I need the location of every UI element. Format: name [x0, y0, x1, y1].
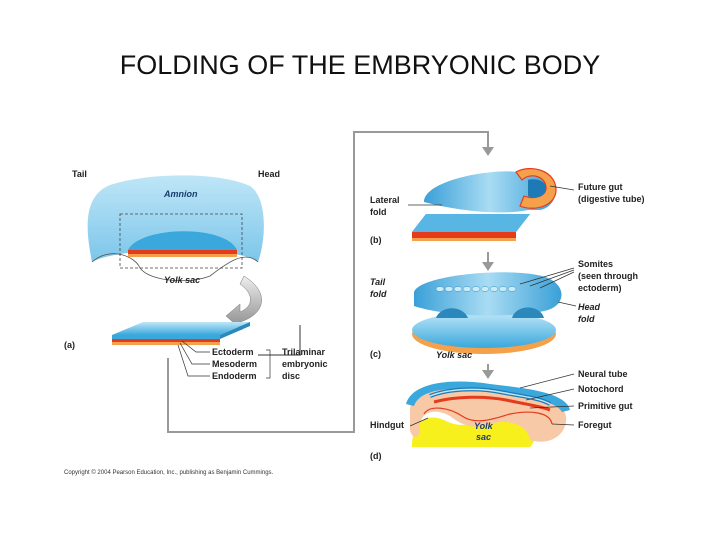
- label-trilaminar-3: disc: [282, 371, 300, 381]
- panel-a: Tail Head Amnion Yolk sac (a) Ectoderm M…: [64, 169, 328, 381]
- slide-title: FOLDING OF THE EMBRYONIC BODY: [119, 50, 601, 80]
- label-tail: Tail: [72, 169, 87, 179]
- panel-d: Neural tube Notochord Primitive gut Fore…: [370, 369, 633, 461]
- label-primitive-gut: Primitive gut: [578, 401, 633, 411]
- label-lateral-fold-1: Lateral: [370, 195, 400, 205]
- copyright-notice: Copyright © 2004 Pearson Education, Inc.…: [64, 469, 274, 476]
- label-hindgut: Hindgut: [370, 420, 404, 430]
- label-endoderm: Endoderm: [212, 371, 257, 381]
- label-tail-fold-2: fold: [370, 289, 387, 299]
- panel-b-tag: (b): [370, 235, 382, 245]
- label-head-fold-2: fold: [578, 314, 595, 324]
- label-head: Head: [258, 169, 280, 179]
- label-somites-2: (seen through: [578, 271, 638, 281]
- label-future-gut-1: Future gut: [578, 182, 623, 192]
- label-mesoderm: Mesoderm: [212, 359, 257, 369]
- panel-d-tag: (d): [370, 451, 382, 461]
- fold-arrow: [225, 275, 262, 331]
- label-yolk-sac-d-2: sac: [476, 432, 491, 442]
- panel-c-tag: (c): [370, 349, 381, 359]
- panel-b: Lateral fold (b) Future gut (digestive t…: [370, 168, 645, 245]
- label-head-fold-1: Head: [578, 302, 601, 312]
- panel-c: Tail fold (c) Yolk sac Somites (seen thr…: [370, 259, 638, 360]
- label-somites-3: ectoderm): [578, 283, 622, 293]
- label-amnion: Amnion: [163, 189, 198, 199]
- label-ectoderm: Ectoderm: [212, 347, 254, 357]
- flow-connector: [167, 131, 494, 433]
- label-trilaminar-1: Trilaminar: [282, 347, 326, 357]
- label-yolk-sac-c: Yolk sac: [436, 350, 472, 360]
- somites: [435, 286, 517, 292]
- label-neural-tube: Neural tube: [578, 369, 628, 379]
- label-tail-fold-1: Tail: [370, 277, 386, 287]
- label-notochord: Notochord: [578, 384, 624, 394]
- label-yolk-sac-d-1: Yolk: [474, 421, 494, 431]
- label-somites-1: Somites: [578, 259, 613, 269]
- panel-a-tag: (a): [64, 340, 75, 350]
- label-foregut: Foregut: [578, 420, 612, 430]
- label-future-gut-2: (digestive tube): [578, 194, 645, 204]
- label-lateral-fold-2: fold: [370, 207, 387, 217]
- label-trilaminar-2: embryonic: [282, 359, 328, 369]
- label-yolk-sac-a: Yolk sac: [164, 275, 200, 285]
